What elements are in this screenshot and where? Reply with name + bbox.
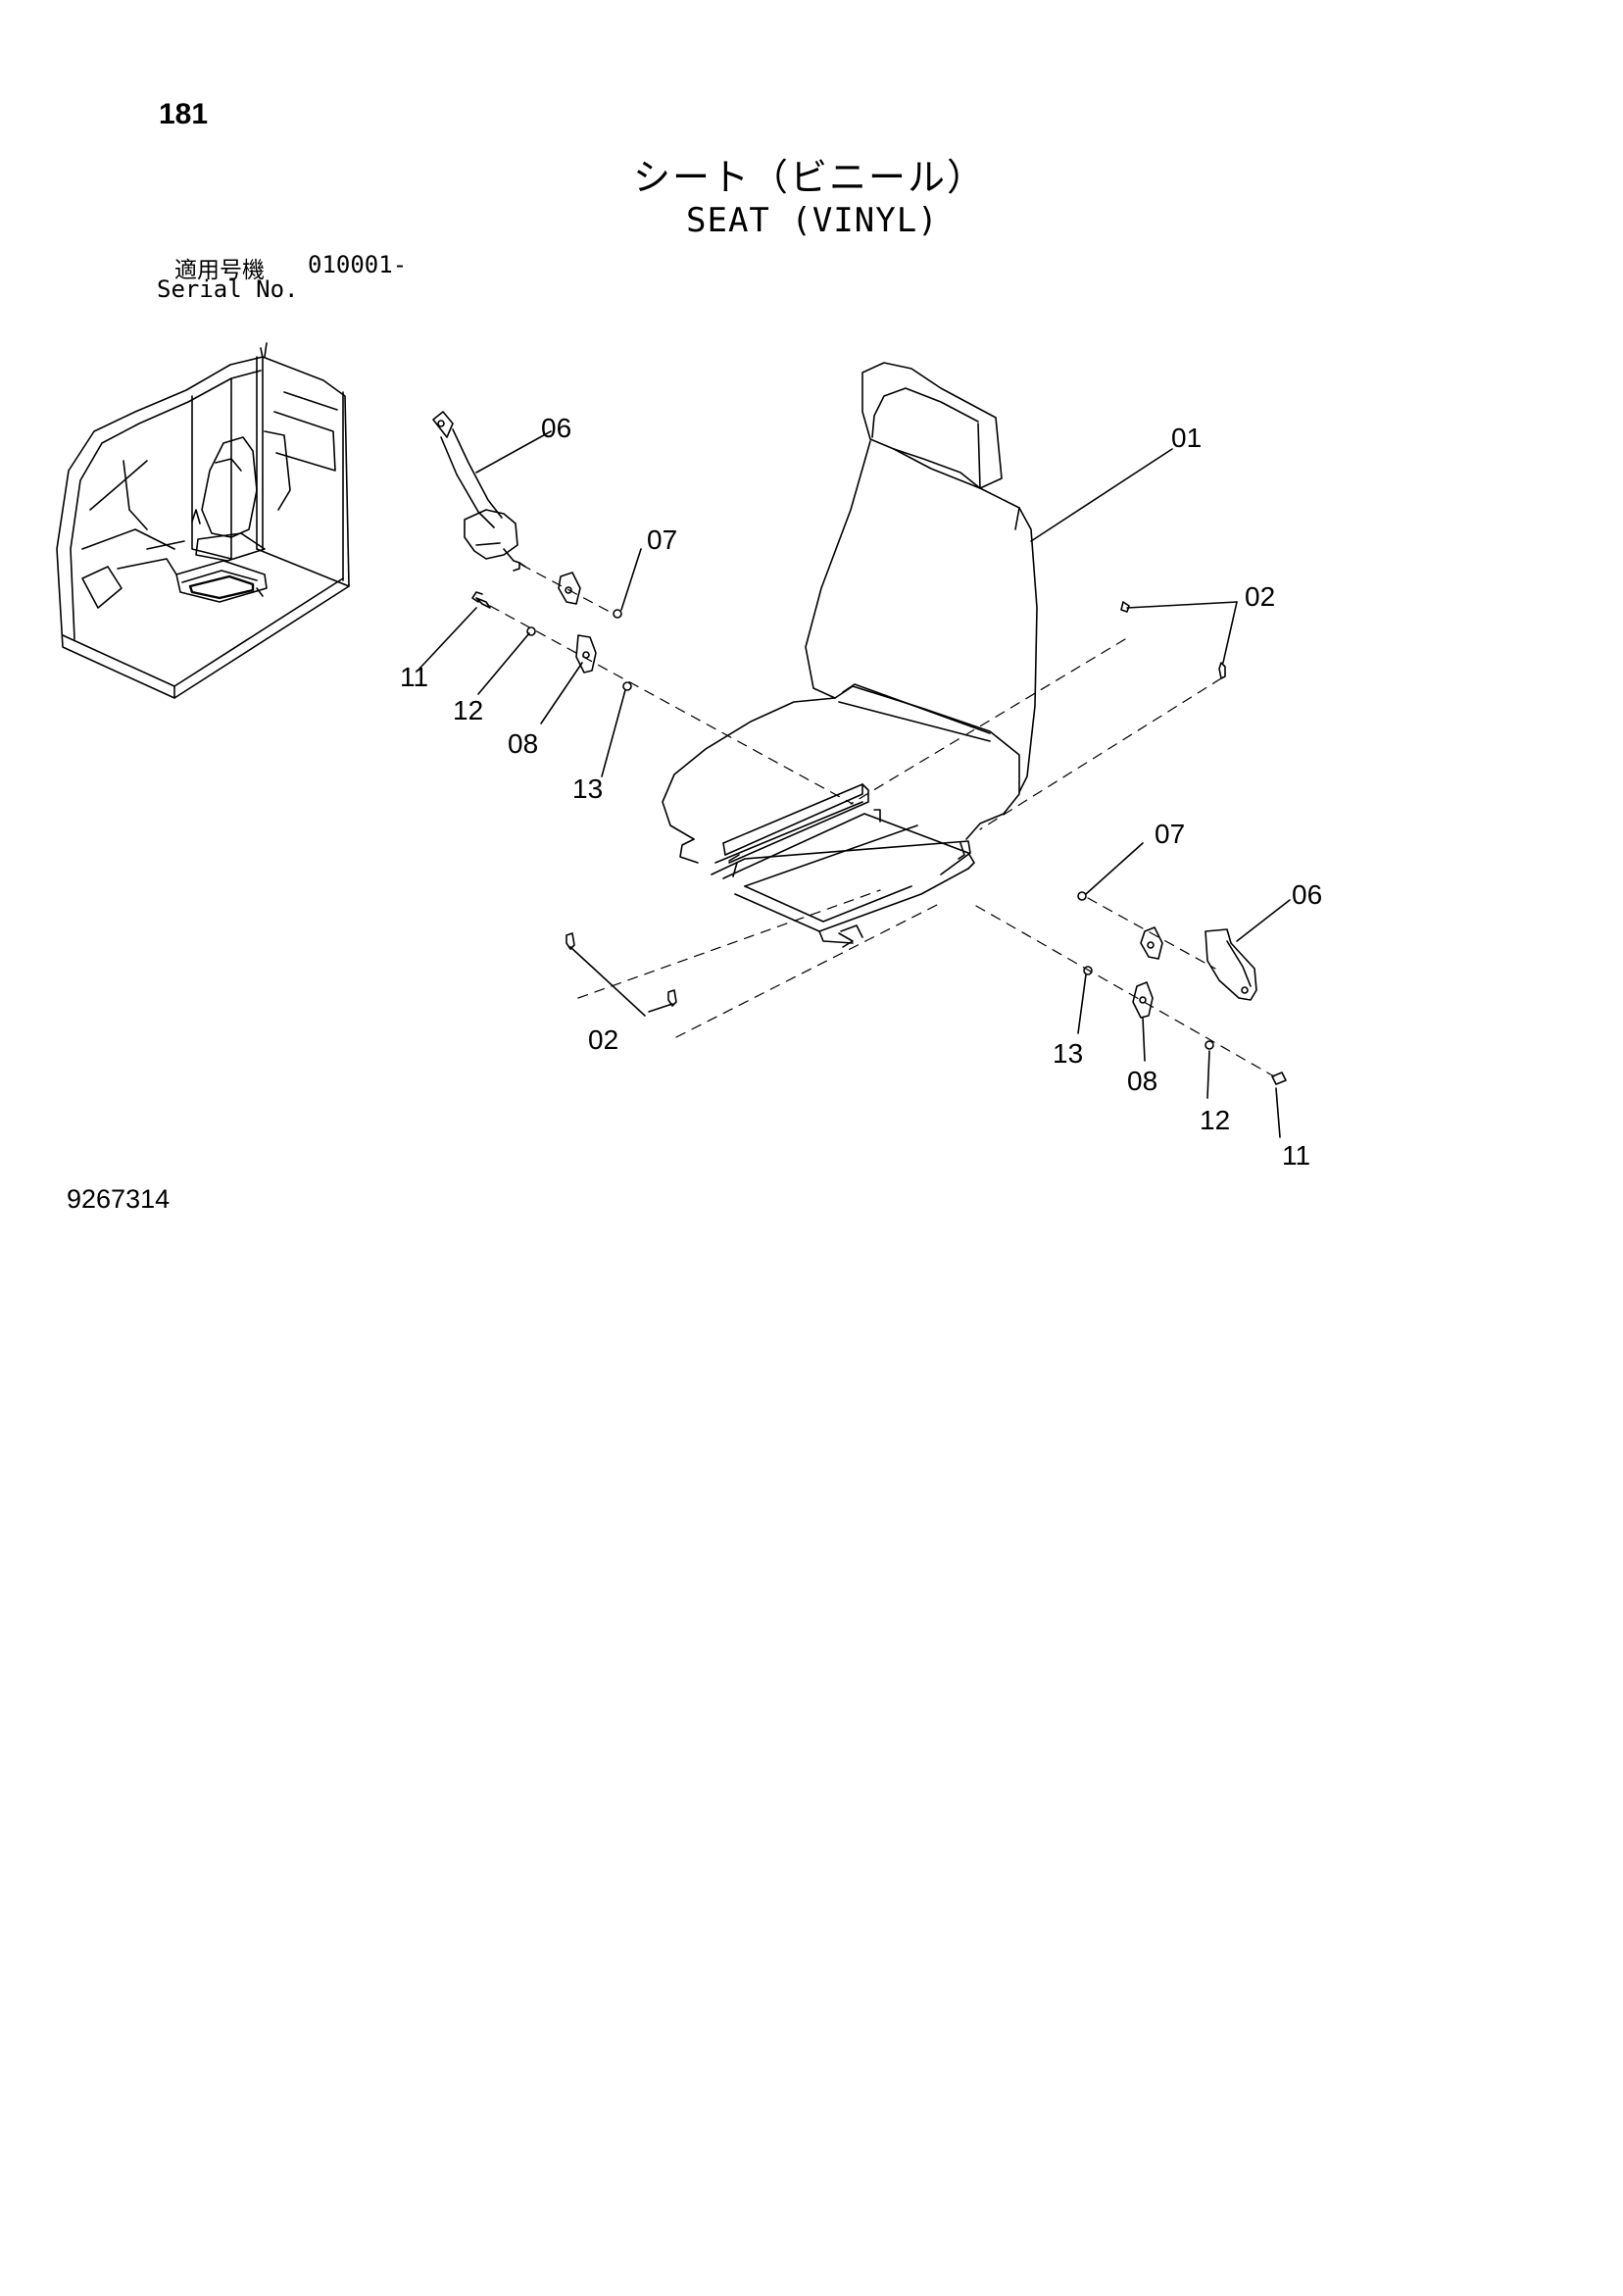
callout-07-left: 07 [647,524,677,555]
left-dashed-axis [489,564,1222,1038]
serial-label-japanese: 適用号機 [174,258,265,283]
left-seat-belt [432,411,526,572]
leader-lines [418,430,1291,1138]
cab-overview-illustration [56,342,350,699]
right-dashed-axis [975,897,1275,1077]
callout-13-left: 13 [572,774,603,804]
callout-11-right: 11 [1282,1140,1310,1171]
right-seat-belt [1205,928,1257,1001]
callout-06-left: 06 [541,413,571,443]
page-number: 181 [159,98,209,130]
bolts-02 [566,601,1226,1007]
callout-08-right: 08 [1127,1066,1157,1096]
callout-02-upper: 02 [1245,581,1275,612]
serial-range: 010001- [308,251,408,278]
callout-13-right: 13 [1053,1038,1083,1069]
seat-assembly [662,362,1038,948]
callout-02-lower: 02 [588,1024,618,1055]
drawing-number: 9267314 [67,1184,171,1214]
title-english: SEAT (VINYL) [686,201,939,240]
callout-06-right: 06 [1292,879,1322,910]
left-bracket-07-08 [471,572,632,691]
right-bracket-07-08 [1077,891,1287,1085]
callout-08-left: 08 [508,728,538,759]
callout-01: 01 [1171,423,1202,453]
callout-12-right: 12 [1200,1105,1230,1135]
callout-11-left: 11 [400,662,428,692]
callout-12-left: 12 [453,695,483,725]
title-japanese: シート（ビニール） [633,156,987,199]
callout-07-right: 07 [1155,819,1185,849]
serial-label-english: Serial No. [157,275,299,303]
